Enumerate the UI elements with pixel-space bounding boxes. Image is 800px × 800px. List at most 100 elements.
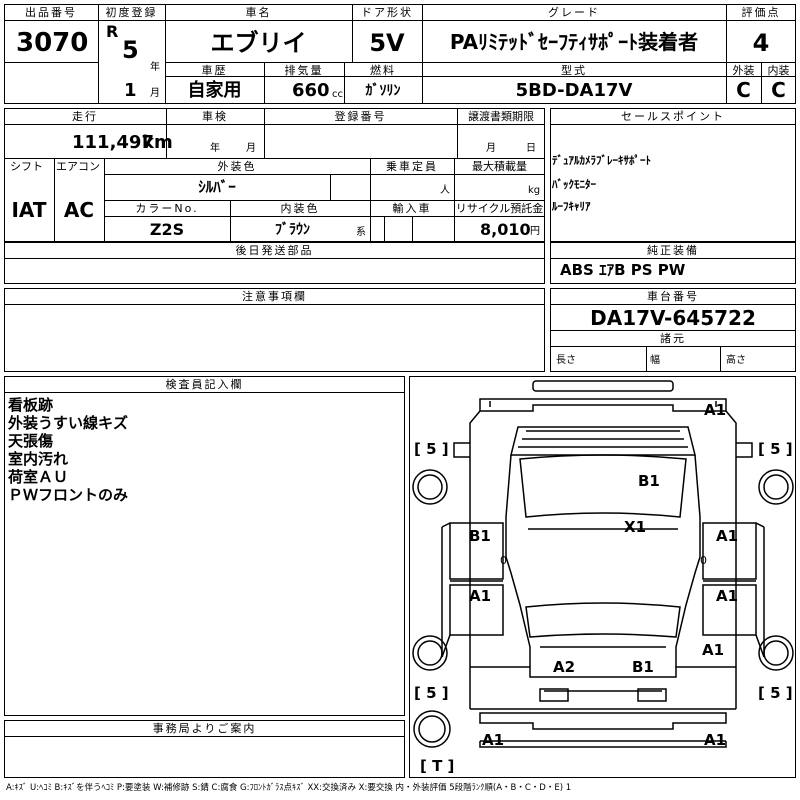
office-box (4, 720, 405, 778)
int-color: ﾌﾞﾗｳﾝ (275, 222, 310, 238)
inspector-notes: 看板跡 外装うすい線キズ 天張傷 室内汚れ 荷室ＡＵ ＰＷフロントのみ (8, 396, 128, 504)
score-label: 評価点 (741, 6, 781, 19)
color: ｼﾙﾊﾞｰ (198, 178, 236, 196)
genuine-box (550, 242, 796, 284)
tire-spare: [ T ] (420, 757, 455, 775)
ac-label: エアコン (56, 160, 100, 173)
sales-points-box (550, 108, 796, 242)
detail-table (4, 108, 545, 242)
recycle-unit: 円 (530, 226, 540, 237)
inspector-label: 検査員記入欄 (165, 378, 244, 391)
color-no-label: カラーNo. (135, 202, 199, 215)
chassis-label: 車台番号 (647, 290, 699, 303)
shift: IAT (11, 198, 47, 222)
reg-no-label: 登録番号 (334, 110, 387, 123)
model-label: 型式 (561, 64, 587, 77)
damage-rear-quarter-right: A1 (702, 641, 725, 659)
color-label: 外装色 (217, 160, 257, 173)
mileage-unit: km (142, 132, 173, 153)
door-mark-left: 0 (500, 554, 507, 567)
genuine-equipment: ABS ｴｱB PS PW (560, 261, 686, 279)
sales-point-1: ﾃﾞｭｱﾙｶﾒﾗﾌﾞﾚｰｷｻﾎﾟｰﾄ (552, 154, 651, 167)
reg-year: 5 (122, 36, 139, 64)
max-load-unit: kg (528, 185, 541, 196)
chassis-number: DA17V-645722 (590, 306, 756, 330)
lot-no-label: 出品番号 (25, 6, 77, 19)
tire-front-right: [ 5 ] (758, 440, 793, 458)
sales-points-label: セールスポイント (621, 110, 725, 123)
notes-label: 注意事項欄 (242, 290, 307, 303)
shift-label: シフト (10, 160, 43, 173)
inspector-note: 外装うすい線キズ (8, 414, 129, 432)
history-label: 車歴 (201, 64, 228, 77)
damage-roof: X1 (624, 518, 647, 536)
tire-rear-right: [ 5 ] (758, 684, 793, 702)
genuine-label: 純正装備 (647, 244, 699, 257)
damage-cargo-right: B1 (632, 658, 654, 676)
capacity-label: 乗車定員 (386, 160, 438, 173)
tire-front-left: [ 5 ] (414, 440, 449, 458)
transfer-month-unit: 月 (486, 143, 496, 154)
year-unit: 年 (150, 62, 160, 73)
inspector-box (4, 376, 405, 716)
damage-front-bumper: A1 (704, 401, 727, 419)
model: 5BD-DA17V (515, 80, 633, 101)
inspection-label: 車検 (202, 110, 228, 123)
color-no: Z2S (149, 220, 185, 239)
office-label: 事務局よりご案内 (152, 722, 257, 735)
transfer-label: 譲渡書類期限 (468, 110, 534, 123)
mileage-label: 走行 (72, 110, 98, 123)
car-name-label: 車名 (245, 6, 272, 19)
month-unit: 月 (150, 88, 160, 99)
legend: A:ｷｽﾞ U:ﾍｺﾐ B:ｷｽﾞを伴うﾍｺﾐ P:要塗装 W:補修跡 S:錆 … (6, 783, 572, 793)
inspector-note: ＰＷフロントのみ (8, 486, 129, 504)
damage-front-door-left: B1 (469, 527, 491, 545)
later-parts-box (4, 242, 545, 284)
header-table (4, 4, 796, 104)
exterior-score: C (736, 78, 751, 102)
length-label: 長さ (556, 355, 576, 366)
interior-label: 内装 (767, 64, 790, 77)
lot-number: 3070 (16, 28, 89, 58)
damage-front-door-right: A1 (716, 527, 739, 545)
displacement: 660 (292, 80, 330, 101)
max-load-label: 最大積載量 (472, 160, 527, 173)
inspection-year-unit: 年 (210, 143, 220, 154)
width-label: 幅 (650, 355, 660, 366)
height-label: 高さ (726, 355, 746, 366)
capacity-unit: 人 (440, 185, 450, 196)
displacement-unit: cc (332, 89, 343, 100)
door-label: ドア形状 (361, 6, 413, 19)
later-parts-label: 後日発送部品 (235, 244, 314, 257)
grade-label: グレード (548, 6, 600, 19)
inspector-note: 荷室ＡＵ (8, 468, 69, 486)
exterior-label: 外装 (732, 64, 755, 77)
inspector-note: 看板跡 (8, 396, 54, 414)
door-mark-right: 0 (700, 554, 707, 567)
history: 自家用 (187, 80, 242, 101)
inspection-month-unit: 月 (246, 143, 256, 154)
era: R (106, 22, 119, 41)
sales-point-2: ﾊﾞｯｸﾓﾆﾀｰ (552, 178, 596, 191)
damage-rear-door-right: A1 (716, 587, 739, 605)
damage-cargo-left: A2 (553, 658, 576, 676)
damage-rear-bumper-left: A1 (482, 731, 505, 749)
car-name: エブリイ (210, 29, 307, 57)
specs-label: 諸元 (660, 332, 686, 345)
sales-point-3: ﾙｰﾌｷｬﾘｱ (552, 200, 591, 213)
inspector-note: 室内汚れ (8, 450, 69, 468)
interior-score: C (771, 78, 786, 102)
int-color-label: 内装色 (280, 202, 320, 215)
fuel: ｶﾞｿﾘﾝ (365, 83, 401, 99)
damage-rear-bumper-right: A1 (704, 731, 727, 749)
displacement-label: 排気量 (284, 64, 324, 77)
fuel-label: 燃料 (370, 64, 396, 77)
damage-hood: B1 (638, 472, 660, 490)
inspector-note: 天張傷 (8, 432, 54, 450)
first-reg-label: 初度登録 (105, 6, 158, 19)
car-outline (412, 380, 794, 748)
recycle-label: リサイクル預託金 (455, 202, 544, 215)
int-color-unit: 系 (356, 227, 366, 238)
grade: PAﾘﾐﾃｯﾄﾞｾｰﾌﾃｨｻﾎﾟｰﾄ装着者 (449, 30, 699, 54)
score: 4 (752, 29, 770, 57)
